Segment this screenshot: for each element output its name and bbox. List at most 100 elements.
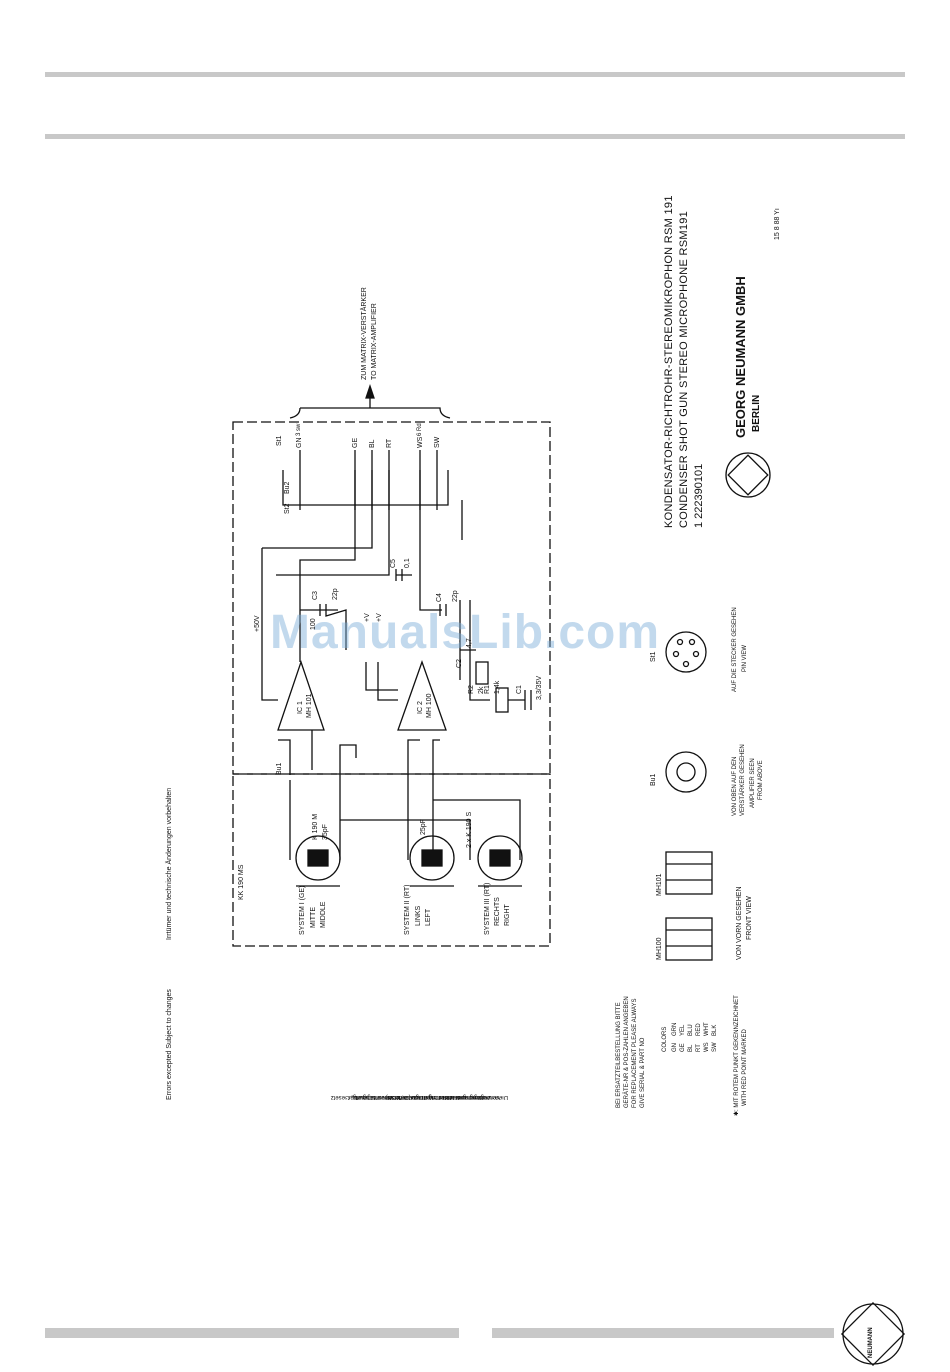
color-row: RT (696, 1044, 702, 1052)
ic1-type-label: MH 101 (306, 693, 313, 718)
bottom-rule-left (45, 1328, 459, 1338)
front-view-en: FRONT VIEW (746, 896, 753, 940)
c5-value: 0,1 (404, 558, 411, 568)
st1-plug (665, 631, 707, 673)
sys1-de: MITTE (310, 907, 317, 928)
wire-ge-label: GE (352, 437, 359, 448)
vb-label: +V (376, 613, 383, 622)
color-row: GRN (672, 1022, 678, 1036)
capsule-left (409, 835, 455, 881)
color-row: GN (672, 1043, 678, 1052)
ic2-label: IC 2 (417, 701, 424, 714)
color-row: WS (704, 1042, 710, 1052)
cap35-label: 35pF (322, 824, 329, 840)
bu1-de-2: VERSTÄRKER GESEHEN (740, 744, 746, 816)
matrix-arrow-head (365, 383, 375, 399)
r100-label: 100 (310, 618, 317, 630)
ordering-line-2: GERÄTE-NR & POS-ZAHLEN ANGEBEN (624, 996, 630, 1108)
c3-value: 22p (332, 588, 339, 600)
bottom-rule-right (492, 1328, 834, 1338)
ordering-line-1: BEI ERSATZTEILBESTELLUNG BITTE (616, 1002, 622, 1108)
capsule-box-label: KK 190 MS (238, 864, 245, 900)
matrix-de-label: ZUM MATRIX-VERSTÄRKER (361, 287, 368, 380)
top-rule-2 (45, 134, 905, 139)
corner-logo (842, 1303, 904, 1365)
color-row: BLK (712, 1024, 718, 1036)
front-view-de: VON VORN GESEHEN (736, 886, 743, 960)
c2-label: C2 (456, 659, 463, 668)
c1-value: 3,3/35V (536, 675, 543, 700)
bu1-pinout-label: Bu1 (650, 773, 657, 786)
c2-value: 4,7 (466, 638, 473, 648)
wire-6rd-label: 6 Rd (417, 423, 423, 436)
ic2-type-label: MH 100 (426, 693, 433, 718)
ic1-label: IC 1 (297, 701, 304, 714)
sys2-label: SYSTEM II (RT) (404, 884, 411, 935)
colors-title: COLORS (662, 1026, 668, 1052)
wire-bl-label: BL (369, 439, 376, 448)
ic2-amplifier (397, 660, 447, 731)
bu1-label: Bu1 (276, 762, 283, 775)
color-row: WHT (704, 1022, 710, 1036)
r2-value: 2k (478, 686, 485, 694)
part-number: 1 222390101 (693, 463, 705, 528)
company-name: GEORG NEUMANN GMBH (733, 276, 748, 438)
watermark: ManualsLib.com (270, 606, 661, 659)
mh100-package (665, 917, 713, 961)
color-row: BLU (688, 1024, 694, 1036)
st1-en: PIN VIEW (742, 644, 748, 672)
ordering-line-4: GIVE SERIAL & PART NO (640, 1037, 646, 1108)
title-line-2: CONDENSER SHOT GUN STEREO MICROPHONE RSM… (678, 210, 690, 528)
wire-rt-label: RT (386, 438, 393, 448)
c4-value: 22p (452, 590, 459, 602)
bu1-de-1: VON OBEN AUF DEN (732, 756, 738, 816)
r1-value: 1,4k (494, 680, 501, 694)
ordering-line-3: FOR REPLACEMENT PLEASE ALWAYS (632, 998, 638, 1108)
title-line-1: KONDENSATOR-RICHTROHR-STEREOMIKROPHON RS… (663, 195, 675, 528)
top-rule-1 (45, 72, 905, 77)
color-row: SW (712, 1042, 718, 1052)
wire-sw-label: SW (434, 436, 441, 448)
r2-resistor (475, 661, 489, 685)
st1-pinout-label: St1 (650, 651, 657, 662)
sys3-de: RECHTS (494, 897, 501, 926)
red-point-line-1: ✱: MIT ROTEM PUNKT GEKENNZEICHNET (734, 995, 740, 1116)
sys1-label: SYSTEM I (GE) (299, 885, 306, 935)
k190s-label: 2 x K 190 S (466, 811, 473, 848)
c5-label: C5 (390, 559, 397, 568)
st1-de: AUF DIE STECKER GESEHEN (732, 607, 738, 692)
st2-label: St2 (284, 503, 291, 514)
k190m-label: K 190 M (312, 813, 319, 840)
copyright-line-4: gegen unlauteren Wettbewerb, BGB) (385, 1094, 484, 1100)
bu1-en-1: AMPLIFIER SEEN (750, 758, 756, 808)
color-row: GE (680, 1043, 686, 1052)
r1-label: R1 (484, 685, 491, 694)
ic1-amplifier (277, 659, 325, 731)
mh101-package (665, 851, 713, 895)
color-row: BL (688, 1044, 694, 1052)
red-point-line-2: WITH RED POINT MARKED (742, 1029, 748, 1106)
va-label: +V (364, 613, 371, 622)
wire-3sw-label: 3 sw (296, 423, 302, 436)
date-code: 15 8 88 Yı (774, 208, 781, 240)
matrix-en-label: TO MATRIX-AMPLIFIER (371, 303, 378, 380)
color-row: RED (696, 1023, 702, 1036)
capsule-right (477, 835, 523, 881)
bu1-socket (665, 751, 707, 793)
sys2-en: LEFT (425, 908, 432, 926)
st1-label: St1 (276, 435, 283, 446)
wire-ws-label: WS (417, 436, 424, 448)
bu1-en-2: FROM ABOVE (758, 760, 764, 800)
capsule-middle (295, 835, 341, 881)
c3-label: C3 (312, 591, 319, 600)
capsule-frame (232, 773, 551, 947)
color-row: YEL (680, 1024, 686, 1036)
title-logo (725, 452, 771, 498)
bu2-label: Bu2 (284, 481, 291, 494)
company-city: BERLIN (751, 394, 762, 432)
r2-label: R2 (468, 685, 475, 694)
sys1-en: MIDDLE (320, 901, 327, 928)
sys2-de: LINKS (415, 905, 422, 926)
corner-logo-text: NEUMANN (868, 1327, 874, 1358)
